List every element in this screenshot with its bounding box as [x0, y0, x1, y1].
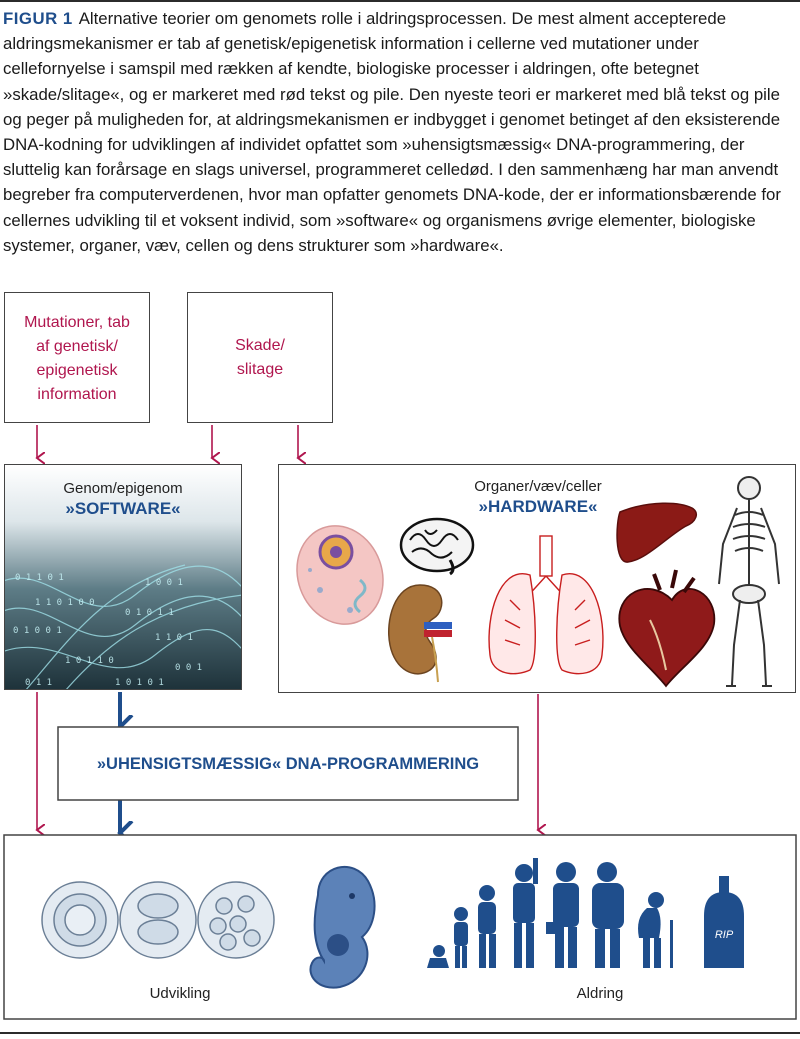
svg-text:0 1 1 0 1: 0 1 1 0 1 [15, 573, 64, 583]
software-title: »SOFTWARE« [65, 499, 181, 518]
lungs-icon [488, 535, 604, 675]
svg-text:1 1 0 1: 1 1 0 1 [155, 633, 193, 643]
embryo-icon [309, 865, 376, 989]
mutations-line-2: af genetisk/ [36, 338, 118, 355]
svg-text:0 0 1: 0 0 1 [175, 663, 202, 673]
rip-text: RIP [715, 929, 734, 941]
tombstone-icon [704, 876, 744, 968]
caption-text: Alternative teorier om genomets rolle i … [3, 9, 781, 255]
svg-text:1 0 1 0 1: 1 0 1 0 1 [115, 678, 164, 688]
red-arrows [37, 425, 538, 830]
mutations-line-4: information [37, 386, 117, 403]
programming-box [57, 726, 519, 801]
embryo-cleavage-icon [41, 881, 275, 959]
hardware-title: »HARDWARE« [478, 497, 598, 516]
mutations-line-3: epigenetisk [36, 362, 118, 379]
mutations-text: Mutationer, tab af genetisk/ epigenetisk… [4, 311, 150, 407]
organs-label: Organer/væv/celler [474, 478, 602, 495]
mutations-line-1: Mutationer, tab [24, 314, 130, 331]
damage-line-2: slitage [236, 361, 284, 378]
genome-label: Genom/epigenom [63, 480, 183, 497]
bottom-rule [0, 1032, 800, 1034]
damage-box [187, 292, 333, 423]
svg-text:0 1 1: 0 1 1 [25, 678, 52, 688]
damage-line-1: Skade/ [235, 337, 285, 354]
liver-icon [616, 502, 697, 563]
cell-icon [296, 525, 384, 625]
brain-icon [399, 517, 475, 576]
heart-icon [618, 569, 716, 688]
aging-silhouettes-icon [427, 858, 673, 968]
kidney-icon [388, 584, 452, 683]
mutations-box [4, 292, 150, 423]
svg-text:1 1 0 1 0 0: 1 1 0 1 0 0 [35, 598, 95, 608]
svg-text:0 1 0 1 1: 0 1 0 1 1 [125, 608, 174, 618]
aging-label: Aldring [576, 985, 624, 1002]
dna-code-image: 0 1 1 0 1 1 0 0 1 1 1 0 1 0 0 0 1 0 1 1 0 … [5, 465, 241, 689]
software-box: 0 1 1 0 1 1 0 0 1 1 1 0 1 0 0 0 1 0 1 1 0 … [4, 464, 242, 690]
skeleton-icon [718, 476, 780, 687]
figure-label: FIGUR 1 [3, 9, 73, 28]
top-rule [0, 0, 800, 2]
svg-text:1 0 0 1: 1 0 0 1 [145, 578, 183, 588]
development-label: Udvikling [149, 985, 211, 1002]
programming-title: »UHENSIGTSMÆSSIG« DNA-PROGRAMMERING [96, 755, 480, 773]
svg-text:0 1 0 0 1: 0 1 0 0 1 [13, 626, 62, 636]
damage-text: Skade/ slitage [187, 334, 333, 382]
svg-text:1 0 1 1 0: 1 0 1 1 0 [65, 656, 114, 666]
